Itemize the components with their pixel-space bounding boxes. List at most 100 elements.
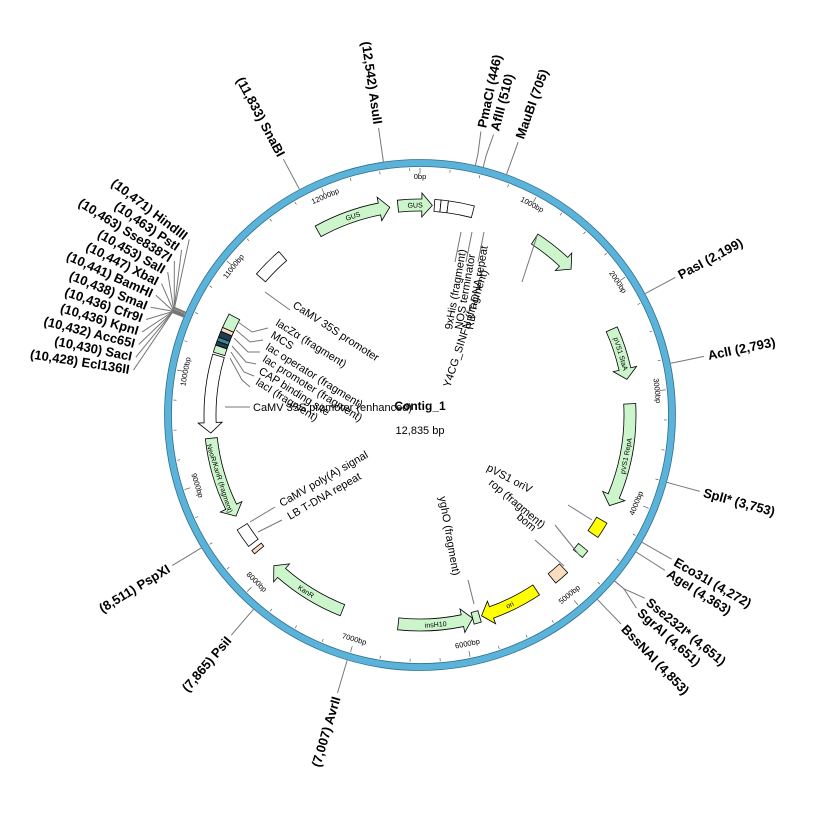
tick-mark (643, 505, 649, 509)
tick-mark (583, 231, 586, 235)
feature-arrow (314, 196, 391, 238)
leader-nos (465, 231, 473, 263)
feature-arrow (446, 200, 475, 219)
tick-mark (209, 285, 213, 288)
tick-mark (616, 558, 620, 562)
site-leader (174, 239, 190, 313)
leader-cap-site (230, 351, 255, 377)
tick-mark (468, 650, 471, 657)
tick-mark (551, 620, 554, 623)
tick-label: 9000bp (189, 472, 205, 499)
tick-mark (498, 645, 500, 650)
tick-mark (247, 587, 252, 592)
tick-mark (294, 625, 297, 629)
restriction-site-label[interactable]: (7,865) PsiI (179, 633, 235, 694)
site-leader (474, 131, 482, 166)
tick-mark (209, 542, 213, 545)
tick-label: 3000bp (652, 378, 664, 404)
tick-mark (597, 581, 601, 585)
tick-mark (649, 330, 653, 333)
leader-9xhis (454, 231, 462, 263)
tick-mark (659, 389, 666, 391)
tick-mark (177, 459, 181, 461)
tick-mark (184, 340, 188, 342)
restriction-site-label[interactable]: (7,007) AvrII (308, 695, 343, 769)
site-leader (506, 141, 519, 175)
site-leader (167, 271, 185, 315)
site-leader (378, 127, 384, 162)
site-leader (161, 283, 185, 316)
tick-mark (525, 634, 528, 638)
tick-mark (349, 177, 352, 182)
leader-bom (534, 539, 565, 567)
tick-mark (294, 201, 297, 205)
feature-arrow-label: ori (505, 601, 515, 611)
backbone-outer-edge (164, 159, 676, 671)
feature-arrow (397, 607, 474, 634)
feature-arrow (530, 233, 573, 272)
leader-lacz (237, 321, 269, 333)
tick-label: 10000bp (178, 356, 192, 386)
tick-mark (533, 196, 537, 203)
backbone-inner-edge (171, 166, 669, 664)
tick-label: 6000bp (454, 637, 480, 651)
site-leader (597, 599, 622, 625)
feature-label-ygho: yghO (fragment) (436, 495, 462, 576)
tick-mark (226, 566, 230, 570)
leader-lb-tdna (257, 519, 283, 533)
tick-mark (559, 212, 563, 216)
feature-arrow-label: GUS (407, 202, 423, 209)
leader-rb-tdna (477, 231, 485, 263)
site-leader (482, 134, 495, 168)
tick-label: 5000bp (557, 583, 582, 606)
tick-mark (637, 303, 641, 305)
feature-arrow (251, 542, 265, 555)
feature-arrow (222, 313, 241, 333)
feature-label-camv-enhanced: CaMV 35S promoter (enhanced) (253, 402, 412, 414)
site-leader (614, 580, 637, 609)
feature-arrow (587, 516, 608, 539)
tick-mark (184, 487, 191, 490)
restriction-site-label[interactable]: (12,542) AsuII (359, 40, 386, 125)
tick-layer: 0bp1000bp2000bp3000bp4000bp5000bp6000bp7… (173, 168, 667, 662)
site-leader (645, 276, 676, 294)
site-leader (614, 580, 646, 599)
leader-lac-operator (233, 337, 260, 353)
restriction-site-label[interactable]: MauBI (705) (512, 67, 551, 141)
feature-arrow (197, 353, 225, 434)
feature-arrow (255, 250, 288, 283)
feature-arrow (601, 403, 637, 507)
tick-mark (195, 312, 199, 315)
tick-mark (269, 608, 273, 612)
feature-arrow (236, 523, 259, 547)
restriction-site-label[interactable]: SplI* (3,753) (702, 485, 777, 519)
site-leader (155, 294, 185, 317)
site-leader (171, 547, 202, 567)
restriction-site-label[interactable]: (11,833) SnaBI (233, 74, 288, 159)
map-length: 12,835 bp (396, 425, 445, 437)
tick-label: 4000bp (627, 490, 645, 517)
tick-mark (507, 184, 509, 188)
tick-label: 0bp (414, 172, 427, 181)
site-leader (635, 551, 666, 571)
site-leader (282, 158, 300, 190)
leader-mcs (235, 329, 264, 343)
map-name: Contig_1 (394, 399, 446, 413)
feature-arrow-label: GUS (345, 211, 362, 223)
feature-arrow (572, 542, 589, 559)
leader-pvs1-oriv (567, 504, 593, 521)
site-leader (230, 609, 254, 636)
tick-mark (226, 260, 232, 266)
restriction-site-label[interactable]: AclI (2,793) (706, 334, 776, 363)
tick-mark (604, 253, 607, 256)
site-leader (336, 660, 348, 694)
leader-lac-promoter (231, 345, 257, 365)
restriction-site-label[interactable]: (8,511) PspXI (96, 561, 172, 615)
tick-mark (655, 478, 659, 480)
tick-mark (321, 638, 324, 642)
feature-arrow-label: insH10 (425, 621, 447, 630)
restriction-site-label[interactable]: PasI (2,199) (675, 235, 745, 282)
leader-laci (229, 357, 251, 388)
feature-arrow (547, 563, 569, 584)
tick-label: 7000bp (341, 631, 368, 647)
